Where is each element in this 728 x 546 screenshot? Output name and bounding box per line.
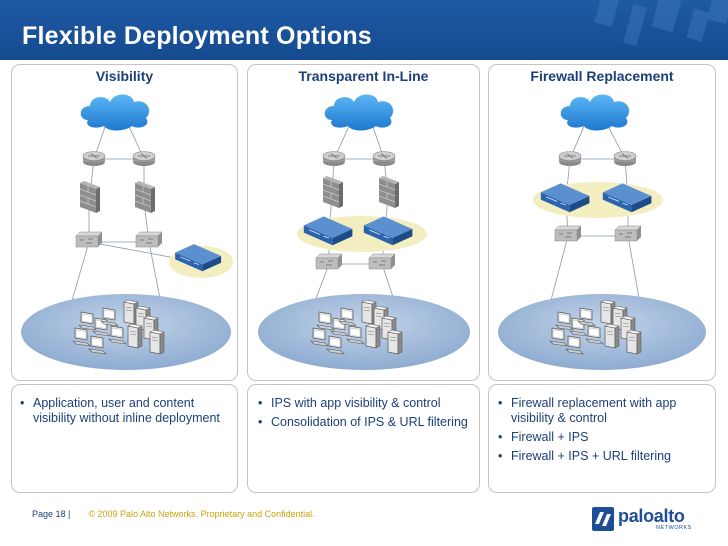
- paloalto-logo: paloalto NETWORKS: [592, 506, 702, 532]
- bullet-item: IPS with app visibility & control: [258, 396, 474, 411]
- firewall-replacement-bullet-list: Firewall replacement with app visibility…: [498, 396, 710, 468]
- visibility-bullet-list: Application, user and content visibility…: [20, 396, 230, 430]
- bullet-item: Consolidation of IPS & URL filtering: [258, 415, 474, 430]
- transparent-inline-bullet-list: IPS with app visibility & control Consol…: [258, 396, 474, 434]
- bullet-item: Firewall replacement with app visibility…: [498, 396, 710, 426]
- bullet-item: Application, user and content visibility…: [20, 396, 230, 426]
- visibility-title: Visibility: [95, 68, 154, 84]
- logo-subtitle: NETWORKS: [656, 525, 692, 531]
- page-title: Flexible Deployment Options: [22, 22, 372, 50]
- title-bar: Flexible Deployment Options: [0, 0, 728, 60]
- header-decoration: [594, 0, 728, 47]
- page-number: Page 18 |: [32, 509, 71, 519]
- bullet-item: Firewall + IPS: [498, 430, 710, 445]
- transparent-inline-network-diagram: [258, 94, 470, 370]
- firewall-replacement-network-diagram: [498, 94, 706, 370]
- firewall-replacement-title: Firewall Replacement: [530, 68, 674, 84]
- bullet-item: Firewall + IPS + URL filtering: [498, 449, 710, 464]
- logo-mark-icon: [592, 507, 614, 531]
- transparent-inline-title: Transparent In-Line: [298, 68, 429, 84]
- visibility-network-diagram: [21, 94, 233, 370]
- logo-wordmark: paloalto: [618, 506, 685, 526]
- footer: Page 18 | © 2009 Palo Alto Networks. Prop…: [32, 509, 315, 519]
- copyright-notice: © 2009 Palo Alto Networks. Proprietary a…: [88, 509, 315, 519]
